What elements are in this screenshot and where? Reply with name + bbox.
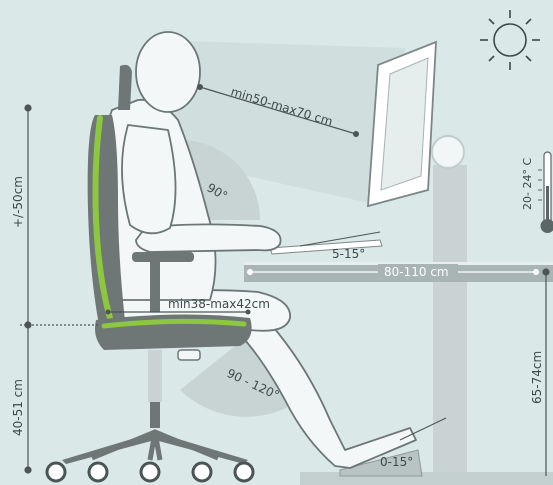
seat-depth-label: min38-max42cm bbox=[168, 297, 270, 311]
footrest-tilt-label: 0-15° bbox=[380, 455, 413, 469]
desk-depth-label: 80-110 cm bbox=[384, 265, 449, 279]
monitor bbox=[368, 42, 436, 206]
seat-height-label: 40-51 cm bbox=[11, 379, 25, 436]
thermometer-icon bbox=[538, 152, 553, 233]
room-temperature-label: 20- 24° C bbox=[521, 158, 534, 210]
desk-height-label: 65-74cm bbox=[530, 351, 544, 404]
sun-icon bbox=[480, 10, 540, 70]
monitor-arm-joint bbox=[432, 136, 464, 168]
left-height-dimension bbox=[20, 105, 100, 473]
floor bbox=[300, 472, 553, 485]
backrest-adjust-label: +/-50cm bbox=[11, 176, 25, 228]
armrest-tilt-label: 5-15° bbox=[332, 247, 365, 261]
monitor-stand bbox=[433, 165, 467, 475]
